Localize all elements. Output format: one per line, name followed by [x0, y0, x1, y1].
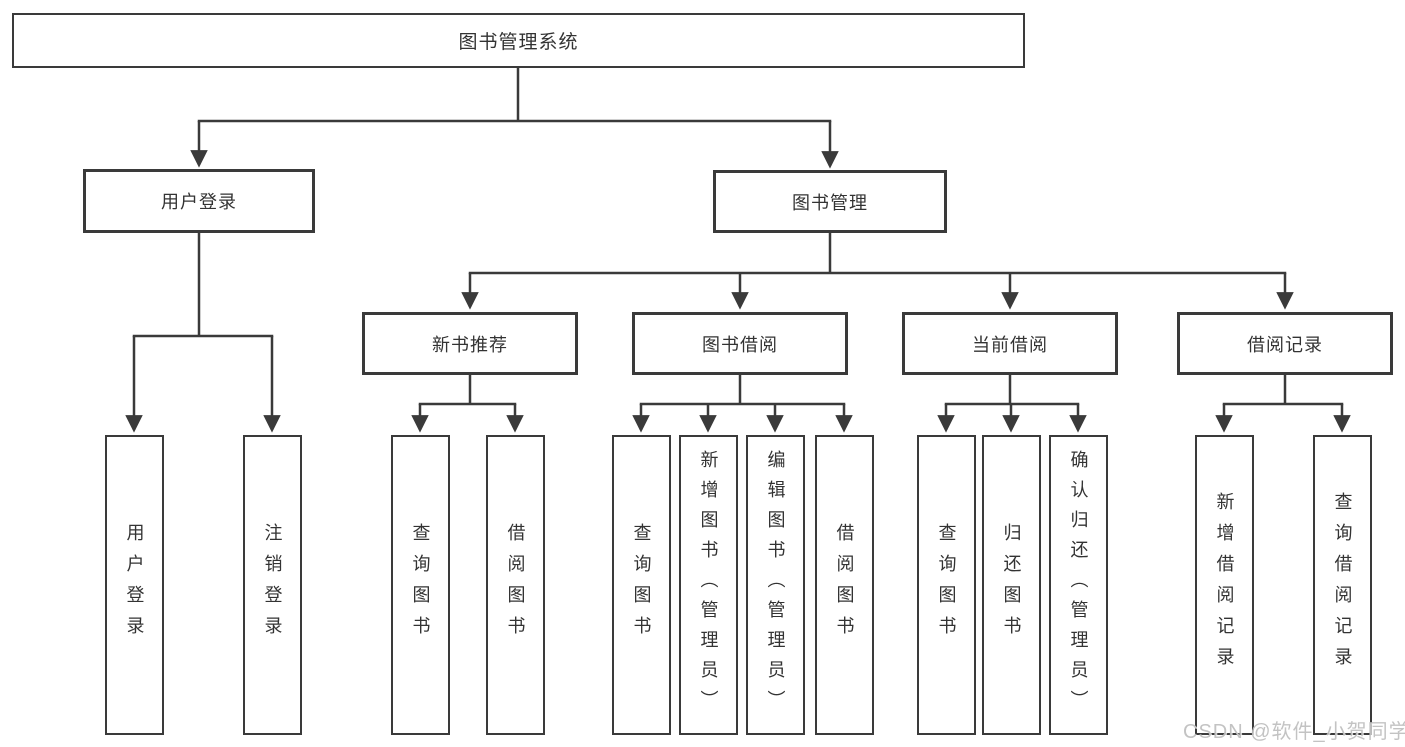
leaf-newbooks-query-books: 查询图书 [391, 435, 450, 735]
tree-rails [132, 66, 1344, 406]
watermark: CSDN @软件_小贺同学 [1183, 721, 1405, 743]
leaf-records-query-record: 查询借阅记录 [1313, 435, 1372, 735]
leaf-records-add-record-label: 新增借阅记录 [1214, 492, 1235, 678]
leaf-logout: 注销登录 [243, 435, 302, 735]
node-user-login: 用户登录 [83, 169, 315, 233]
leaf-newbooks-query-books-label: 查询图书 [410, 523, 431, 647]
leaf-user-login-label: 用户登录 [124, 523, 145, 647]
leaf-newbooks-borrow-books-label: 借阅图书 [505, 523, 526, 647]
leaf-records-add-record: 新增借阅记录 [1195, 435, 1254, 735]
leaf-records-query-record-label: 查询借阅记录 [1332, 492, 1353, 678]
leaf-newbooks-borrow-books: 借阅图书 [486, 435, 545, 735]
leaf-borrow-borrow-books-label: 借阅图书 [834, 523, 855, 647]
leaf-current-query-books-label: 查询图书 [936, 523, 957, 647]
leaf-current-return-books-label: 归还图书 [1001, 523, 1022, 647]
leaf-borrow-edit-books-admin-label: 编辑图书（管理员） [765, 450, 786, 720]
leaf-borrow-query-books: 查询图书 [612, 435, 671, 735]
leaf-borrow-borrow-books: 借阅图书 [815, 435, 874, 735]
leaf-logout-label: 注销登录 [262, 523, 283, 647]
leaf-current-query-books: 查询图书 [917, 435, 976, 735]
node-book-borrowing: 图书借阅 [632, 312, 848, 375]
node-borrowing-records: 借阅记录 [1177, 312, 1393, 375]
leaf-borrow-add-books-admin: 新增图书（管理员） [679, 435, 738, 735]
node-new-book-recommend: 新书推荐 [362, 312, 578, 375]
leaf-current-confirm-return-admin: 确认归还（管理员） [1049, 435, 1108, 735]
node-book-management: 图书管理 [713, 170, 947, 233]
leaf-current-return-books: 归还图书 [982, 435, 1041, 735]
leaf-borrow-query-books-label: 查询图书 [631, 523, 652, 647]
leaf-current-confirm-return-admin-label: 确认归还（管理员） [1068, 450, 1089, 720]
leaf-user-login: 用户登录 [105, 435, 164, 735]
node-root: 图书管理系统 [12, 13, 1025, 68]
leaf-borrow-edit-books-admin: 编辑图书（管理员） [746, 435, 805, 735]
node-current-borrowing: 当前借阅 [902, 312, 1118, 375]
leaf-borrow-add-books-admin-label: 新增图书（管理员） [698, 450, 719, 720]
